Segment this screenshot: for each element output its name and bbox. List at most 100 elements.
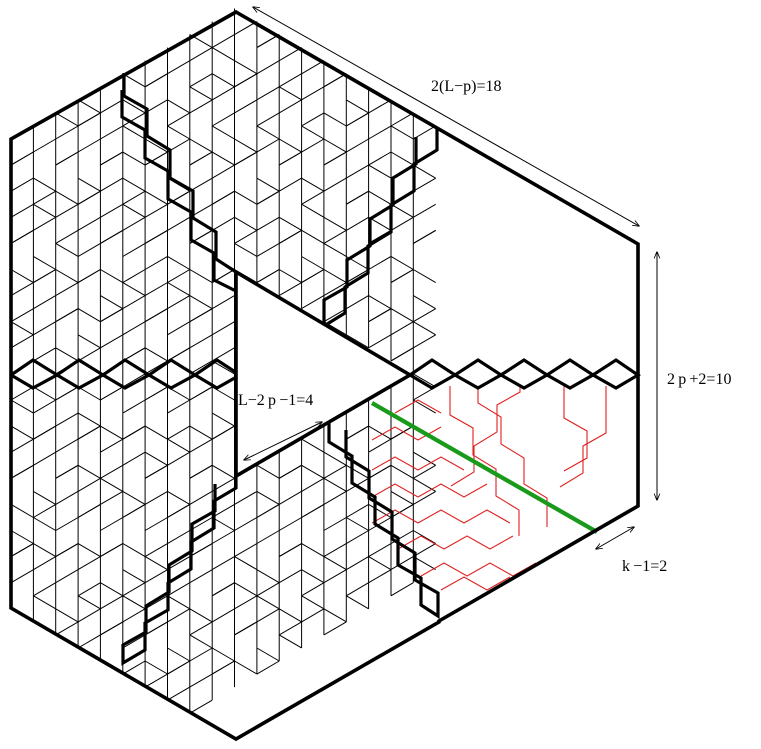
tile-edge xyxy=(144,347,168,362)
tile-edge xyxy=(100,334,124,349)
tile-edge xyxy=(256,138,280,153)
tile-edge xyxy=(122,582,146,597)
tile-edge xyxy=(301,295,325,310)
tile-edge xyxy=(33,503,56,518)
tile-edge xyxy=(234,582,258,597)
tile-edge xyxy=(256,269,280,284)
tile-edge xyxy=(301,190,325,205)
tile-edge xyxy=(122,608,146,623)
tile-edge xyxy=(77,334,101,349)
tile-edge xyxy=(301,595,325,610)
tile-edge xyxy=(189,177,213,192)
hole-side-label: L−2 p −1=4 xyxy=(238,392,313,409)
tile-edge xyxy=(33,399,56,414)
tile-edge xyxy=(323,543,347,558)
tile-edge xyxy=(413,269,436,284)
tile-edge xyxy=(234,229,258,244)
tile-edge xyxy=(77,190,101,205)
tile-edge xyxy=(323,556,347,571)
tile-edge xyxy=(278,490,302,505)
tile-edge xyxy=(234,190,258,205)
tile-edge xyxy=(368,151,392,166)
tile-edge xyxy=(122,242,146,257)
tile-edge xyxy=(368,543,392,558)
tile-edge xyxy=(77,386,101,401)
tile-edge xyxy=(368,295,392,310)
tile-edge xyxy=(234,595,258,610)
tile-edge xyxy=(189,634,213,649)
tile-edge xyxy=(10,438,34,453)
tile-edge xyxy=(100,490,124,505)
tile-edge xyxy=(100,295,124,310)
tile-edge xyxy=(256,595,280,610)
tile-edge xyxy=(122,634,146,649)
tile-edge xyxy=(346,503,369,518)
red-path xyxy=(394,399,442,414)
tile-edge xyxy=(122,425,146,440)
tile-edge xyxy=(189,569,213,584)
tile-edge xyxy=(211,190,235,205)
red-path xyxy=(371,483,488,498)
tile-edge xyxy=(368,464,392,479)
tile-edge xyxy=(256,242,280,257)
tile-edge xyxy=(189,308,213,323)
tile-edge xyxy=(413,451,436,466)
tile-edge xyxy=(211,517,235,531)
tile-edge xyxy=(167,686,191,701)
tile-edge xyxy=(323,216,347,231)
tile-edge xyxy=(122,177,146,192)
tile-edge xyxy=(323,621,347,636)
tile-edge xyxy=(167,216,191,231)
tile-edge xyxy=(55,242,79,257)
tile-edge xyxy=(390,308,414,323)
tile-edge xyxy=(144,229,168,244)
tile-edge xyxy=(278,608,302,623)
tile-edge xyxy=(77,177,101,192)
tile-edge xyxy=(413,177,436,192)
tile-edge xyxy=(189,86,213,101)
tile-edge xyxy=(278,177,302,192)
tile-edge xyxy=(10,569,34,584)
red-lattice-paths xyxy=(371,386,607,591)
tile-edge xyxy=(390,425,414,440)
tile-edge xyxy=(144,255,168,270)
tile-edge xyxy=(55,412,79,427)
tile-edge xyxy=(256,125,280,140)
tile-edge xyxy=(234,60,258,75)
tile-edge xyxy=(122,451,146,466)
tile-edge xyxy=(278,99,302,114)
tile-edge xyxy=(211,360,235,375)
tile-edge xyxy=(10,399,34,414)
tile-edge xyxy=(167,125,191,140)
tile-edge xyxy=(346,190,369,205)
tile-edge xyxy=(323,177,347,192)
tile-edge xyxy=(167,282,191,297)
tile-edge xyxy=(211,112,235,127)
tile-edge xyxy=(55,386,79,401)
tile-edge xyxy=(256,490,280,505)
tile-edge xyxy=(167,295,191,310)
tile-edge xyxy=(323,477,347,492)
tile-edge xyxy=(211,151,235,166)
tile-edge xyxy=(122,399,146,414)
tile-edge xyxy=(10,464,34,479)
tile-edge xyxy=(100,582,124,597)
tile-edge xyxy=(368,308,392,323)
tile-edge xyxy=(167,595,191,610)
tile-edge xyxy=(368,255,392,270)
tile-edge xyxy=(189,99,213,114)
tile-edge xyxy=(346,164,369,179)
tile-edge xyxy=(167,425,191,440)
green-diagonal-line xyxy=(370,401,599,534)
tile-edge xyxy=(144,621,168,636)
tile-edge xyxy=(413,464,436,479)
tile-edge xyxy=(10,269,34,284)
tile-edge xyxy=(189,699,213,714)
tile-edge xyxy=(10,229,34,244)
tile-edge xyxy=(100,543,124,558)
tile-edge xyxy=(301,203,325,218)
tile-edge xyxy=(278,634,302,649)
tile-edge xyxy=(413,295,436,310)
tile-edge xyxy=(77,595,101,610)
tile-edge xyxy=(211,412,235,427)
